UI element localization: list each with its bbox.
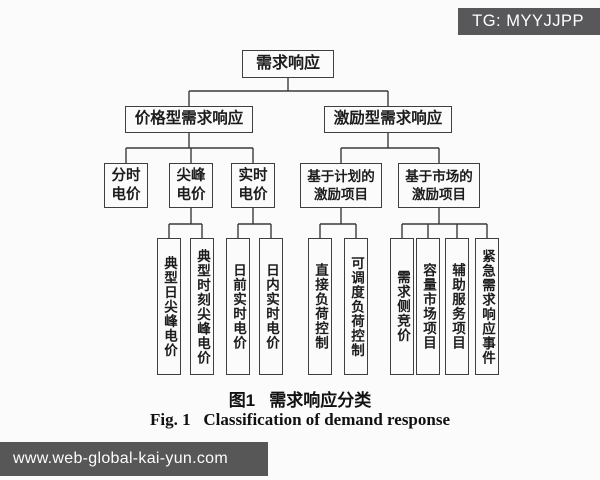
figure-caption-zh: 图1 需求响应分类: [228, 391, 372, 410]
node-demand-response: 需求响应: [242, 50, 334, 78]
leaf-typical-day-critical-peak-price: 典型日尖峰电价: [157, 238, 181, 375]
leaf-direct-load-control: 直接负荷控制: [308, 238, 332, 375]
telegram-watermark-badge: TG: MYYJJPP: [458, 8, 600, 35]
leaf-day-ahead-real-time-price: 日前实时电价: [226, 238, 250, 375]
node-incentive-based-dr: 激励型需求响应: [324, 106, 452, 133]
node-price-based-dr: 价格型需求响应: [125, 106, 253, 133]
leaf-dispatchable-load-control: 可调度负荷控制: [344, 238, 368, 375]
website-watermark-bar: www.web-global-kai-yun.com: [0, 442, 268, 476]
figure-caption-en: Fig. 1 Classification of demand response: [149, 410, 451, 429]
leaf-demand-side-bidding: 需求侧竞价: [390, 238, 414, 375]
leaf-typical-moment-critical-peak-price: 典型时刻尖峰电价: [190, 238, 214, 375]
leaf-emergency-dr-event: 紧急需求响应事件: [475, 238, 499, 375]
node-real-time-price: 实时电价: [231, 163, 275, 208]
leaf-ancillary-service-program: 辅助服务项目: [445, 238, 469, 375]
leaf-intraday-real-time-price: 日内实时电价: [259, 238, 283, 375]
node-plan-based-incentive-programs: 基于计划的激励项目: [300, 163, 382, 208]
node-time-of-use-price: 分时电价: [104, 163, 148, 208]
leaf-capacity-market-program: 容量市场项目: [416, 238, 440, 375]
node-critical-peak-price: 尖峰电价: [169, 163, 213, 208]
node-market-based-incentive-programs: 基于市场的激励项目: [398, 163, 480, 208]
